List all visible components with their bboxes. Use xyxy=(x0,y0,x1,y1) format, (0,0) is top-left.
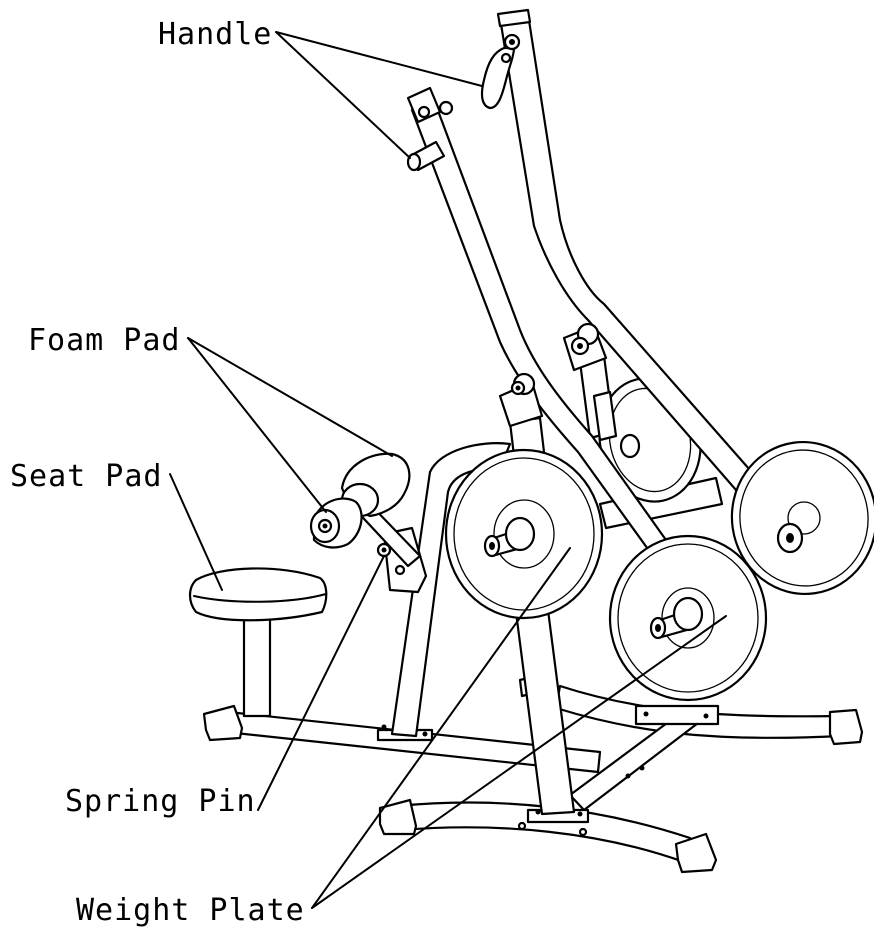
leader-weight-left xyxy=(311,547,571,909)
leader-weight-front xyxy=(311,615,727,909)
leader-seat-pad xyxy=(169,473,223,591)
right-arm-cap xyxy=(496,8,532,28)
leader-handle-right xyxy=(275,31,483,87)
leader-foam-lower xyxy=(187,337,327,513)
base-frame xyxy=(202,676,864,874)
foot-front-left xyxy=(378,798,418,836)
weight-plate-front xyxy=(608,534,768,702)
foot-rear-left xyxy=(202,704,244,742)
label-foam-pad: Foam Pad xyxy=(28,323,181,358)
left-arm-cap xyxy=(406,86,442,124)
foot-front-right xyxy=(674,832,718,874)
label-handle: Handle xyxy=(158,17,273,52)
pivot-link xyxy=(592,390,618,442)
front-upright xyxy=(514,608,576,816)
lever-arms xyxy=(406,8,810,554)
foam-pad-arm xyxy=(309,452,422,568)
weight-plate-left xyxy=(444,448,604,620)
leader-handle-left xyxy=(275,31,411,159)
seat-pad xyxy=(188,567,328,622)
callout-lines xyxy=(169,31,727,909)
weight-plate-right xyxy=(730,440,874,596)
base-plate-right xyxy=(634,704,720,726)
seat-post xyxy=(242,610,272,718)
label-weight-plate: Weight Plate xyxy=(76,893,305,928)
leader-spring-pin xyxy=(257,555,385,811)
seat-assembly xyxy=(188,567,328,718)
label-seat-pad: Seat Pad xyxy=(10,459,163,494)
leader-foam-upper xyxy=(187,337,393,457)
label-spring-pin: Spring Pin xyxy=(65,784,256,819)
foot-rear-right xyxy=(828,708,864,746)
